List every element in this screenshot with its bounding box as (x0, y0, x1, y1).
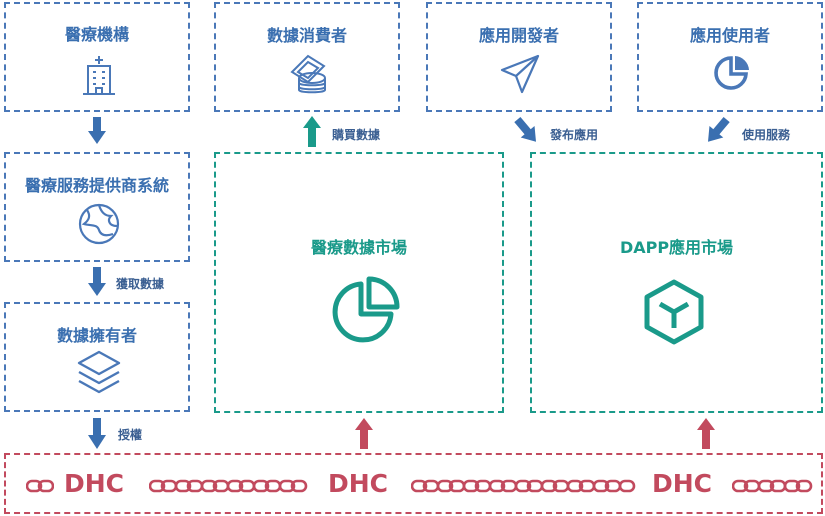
chain-links-icon (26, 479, 54, 493)
arrow-use (708, 116, 730, 142)
arrow-down-3 (88, 418, 106, 449)
send-icon (500, 54, 540, 94)
owner-title: 數據擁有者 (56, 326, 137, 345)
dapp-market-box: DAPP應用市場 (530, 152, 823, 413)
dapp-market-title: DAPP應用市場 (619, 238, 734, 257)
chain-links-icon (149, 479, 308, 493)
arrow-down-1 (88, 117, 106, 144)
arrow-down-2 (88, 267, 106, 296)
layers-icon (77, 350, 121, 394)
arrow-publish (514, 116, 536, 142)
coins-icon (290, 54, 326, 94)
dhc-label-3: DHC (652, 469, 713, 498)
provider-title: 醫療服務提供商系統 (24, 176, 169, 195)
provider-box: 醫療服務提供商系統 (4, 152, 190, 262)
blockchain-box: DHC DHC DHC (4, 453, 823, 514)
hospital-icon (83, 56, 115, 95)
pie-chart-icon (332, 276, 400, 343)
user-title: 應用使用者 (689, 26, 770, 45)
label-publish-app: 發布應用 (550, 128, 599, 142)
chain-links-icon (732, 479, 813, 493)
arrow-up-chain-2 (697, 418, 715, 449)
data-market-box: 醫療數據市場 (214, 152, 504, 413)
dhc-label-2: DHC (328, 469, 389, 498)
pie-icon (714, 56, 749, 90)
arrow-up-chain-1 (355, 418, 373, 449)
label-buy-data: 購買數據 (332, 128, 381, 142)
developer-box: 應用開發者 (426, 2, 612, 112)
institution-title: 醫療機構 (64, 25, 129, 44)
user-box: 應用使用者 (637, 2, 823, 112)
arrow-up-buy (303, 116, 321, 147)
consumer-title: 數據消費者 (266, 26, 347, 45)
dhc-label-1: DHC (64, 469, 125, 498)
label-authorize: 授權 (118, 428, 143, 442)
chain-links-icon (411, 479, 636, 493)
data-market-title: 醫療數據市場 (310, 238, 407, 257)
label-fetch-data: 獲取數據 (116, 277, 165, 291)
developer-title: 應用開發者 (478, 26, 559, 45)
label-use-service: 使用服務 (742, 128, 791, 142)
owner-box: 數據擁有者 (4, 302, 190, 412)
cube-icon (644, 279, 704, 345)
consumer-box: 數據消費者 (214, 2, 400, 112)
institution-box: 醫療機構 (4, 2, 190, 112)
globe-icon (78, 203, 120, 245)
